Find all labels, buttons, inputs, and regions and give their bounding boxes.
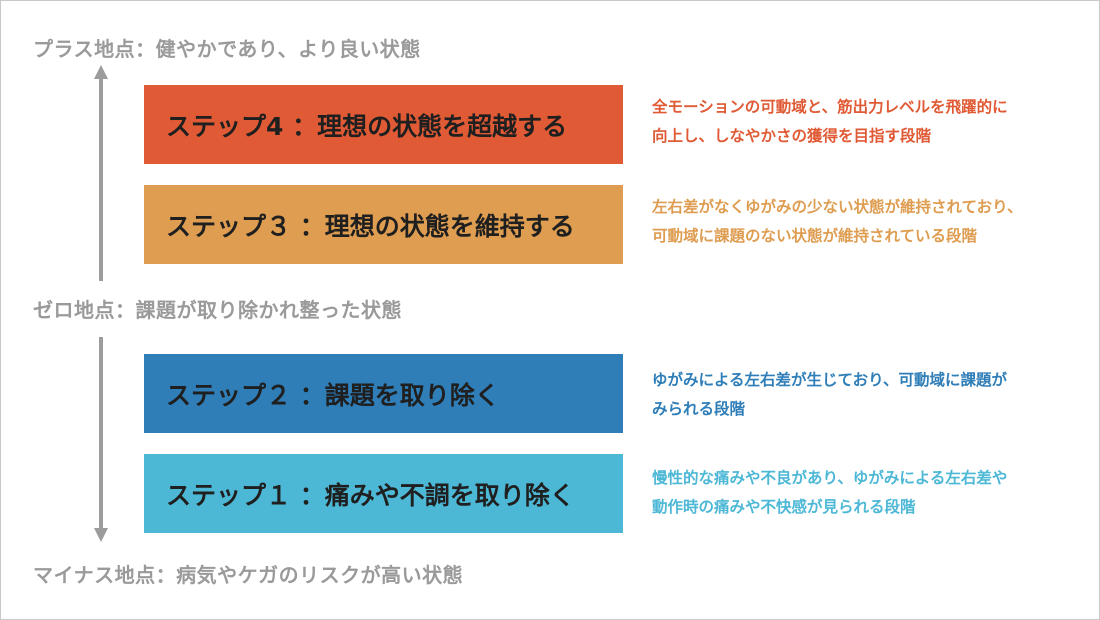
down-arrow-icon — [94, 337, 108, 542]
step-2-title: ステップ２ ：課題を取り除く — [166, 380, 500, 410]
step-3-title: ステップ３ ：理想の状態を維持する — [166, 211, 575, 241]
step-1-description: 慢性的な痛みや不良があり、ゆがみによる左右差や 動作時の痛みや不快感が見られる段… — [652, 464, 1072, 522]
up-arrow-shaft — [99, 77, 103, 281]
step-4-description-line-2: 向上し、しなやかさの獲得を目指す段階 — [652, 127, 932, 145]
step-3-description: 左右差がなくゆがみの少ない状態が維持されており、 可動域に課題のない状態が維持さ… — [652, 193, 1072, 251]
step-2-description-line-1: ゆがみによる左右差が生じており、可動域に課題が — [652, 371, 1007, 389]
step-2-description: ゆがみによる左右差が生じており、可動域に課題が みられる段階 — [652, 366, 1072, 424]
step-4-title: ステップ4 ：理想の状態を超越する — [166, 111, 568, 141]
minus-level-label: マイナス地点：病気やケガのリスクが高い状態 — [33, 563, 464, 587]
step-4-description: 全モーションの可動域と、筋出力レベルを飛躍的に 向上し、しなやかさの獲得を目指す… — [652, 93, 1072, 151]
step-2-box: ステップ２ ：課題を取り除く — [144, 354, 623, 433]
step-3-box: ステップ３ ：理想の状態を維持する — [144, 185, 623, 264]
step-1-description-line-1: 慢性的な痛みや不良があり、ゆがみによる左右差や — [652, 469, 1008, 487]
up-arrow-icon — [94, 65, 108, 281]
plus-level-label: プラス地点：健やかであり、より良い状態 — [33, 37, 421, 61]
step-4-description-line-1: 全モーションの可動域と、筋出力レベルを飛躍的に — [652, 98, 1008, 116]
down-arrow-head — [94, 528, 108, 542]
down-arrow-shaft — [99, 337, 103, 529]
step-1-title: ステップ１ ：痛みや不調を取り除く — [166, 480, 575, 510]
zero-level-label: ゼロ地点：課題が取り除かれ整った状態 — [33, 298, 402, 322]
step-1-box: ステップ１ ：痛みや不調を取り除く — [144, 454, 623, 533]
step-4-box: ステップ4 ：理想の状態を超越する — [144, 85, 623, 164]
up-arrow-head — [94, 65, 108, 79]
step-1-description-line-2: 動作時の痛みや不快感が見られる段階 — [652, 498, 916, 516]
step-2-description-line-2: みられる段階 — [652, 400, 746, 418]
step-3-description-line-2: 可動域に課題のない状態が維持されている段階 — [652, 227, 978, 245]
step-3-description-line-1: 左右差がなくゆがみの少ない状態が維持されており、 — [652, 198, 1023, 216]
